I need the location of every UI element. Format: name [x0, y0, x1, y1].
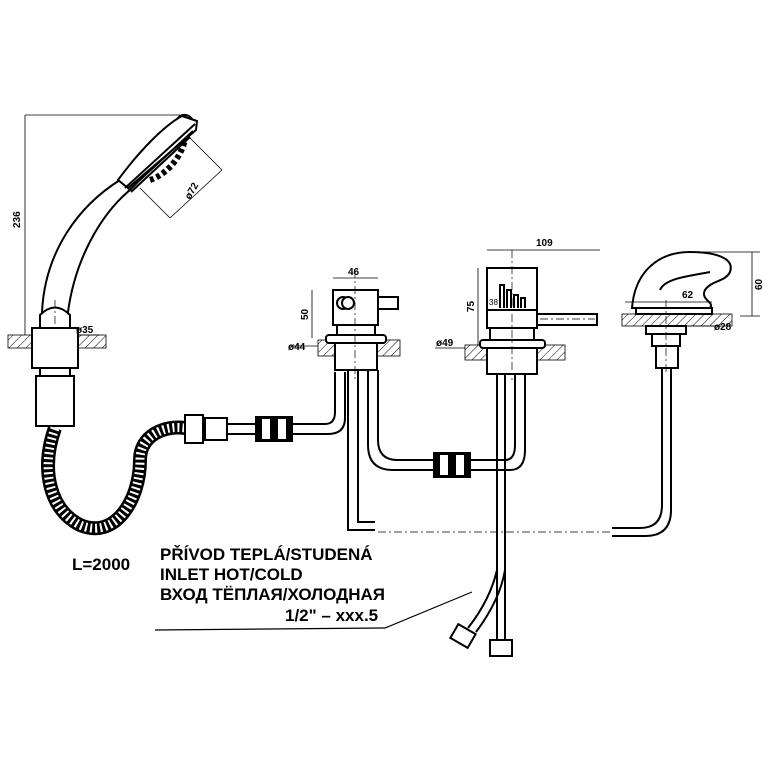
- dim-o28: ø28: [714, 322, 732, 333]
- inlet-note-ru: ВХОД ТЁПЛАЯ/ХОЛОДНАЯ: [160, 585, 385, 604]
- dim-60: 60: [754, 278, 765, 290]
- inlet-note-en: INLET HOT/COLD: [160, 565, 303, 584]
- handshower-base: ø35: [7, 325, 107, 427]
- inlet-note: PŘÍVOD TEPLÁ/STUDENÁ INLET HOT/COLD ВХОД…: [154, 545, 473, 631]
- dim-62: 62: [682, 290, 694, 301]
- mixer-valve: 109 75 38 ø49: [433, 238, 600, 657]
- inlet-note-cz: PŘÍVOD TEPLÁ/STUDENÁ: [160, 545, 373, 564]
- dim-50: 50: [300, 308, 311, 320]
- dim-o49: ø49: [436, 338, 454, 349]
- dim-46: 46: [348, 267, 360, 278]
- dim-o35: ø35: [76, 325, 94, 336]
- dim-75: 75: [466, 300, 477, 312]
- leader-line: [154, 591, 473, 631]
- flexible-hose: L=2000: [41, 372, 346, 574]
- hose-length-label: L=2000: [72, 555, 130, 574]
- dim-236: 236: [12, 211, 23, 228]
- dim-38: 38: [489, 298, 498, 307]
- bath-spout: 60 62 ø28: [612, 250, 765, 537]
- dim-o44: ø44: [288, 342, 306, 353]
- handshower-height-dimension: 236: [12, 114, 180, 335]
- diverter-valve: 46 50 ø44: [288, 267, 435, 531]
- inlet-thread-size: 1/2" – xxx.5: [285, 606, 378, 625]
- dim-109: 109: [536, 238, 553, 249]
